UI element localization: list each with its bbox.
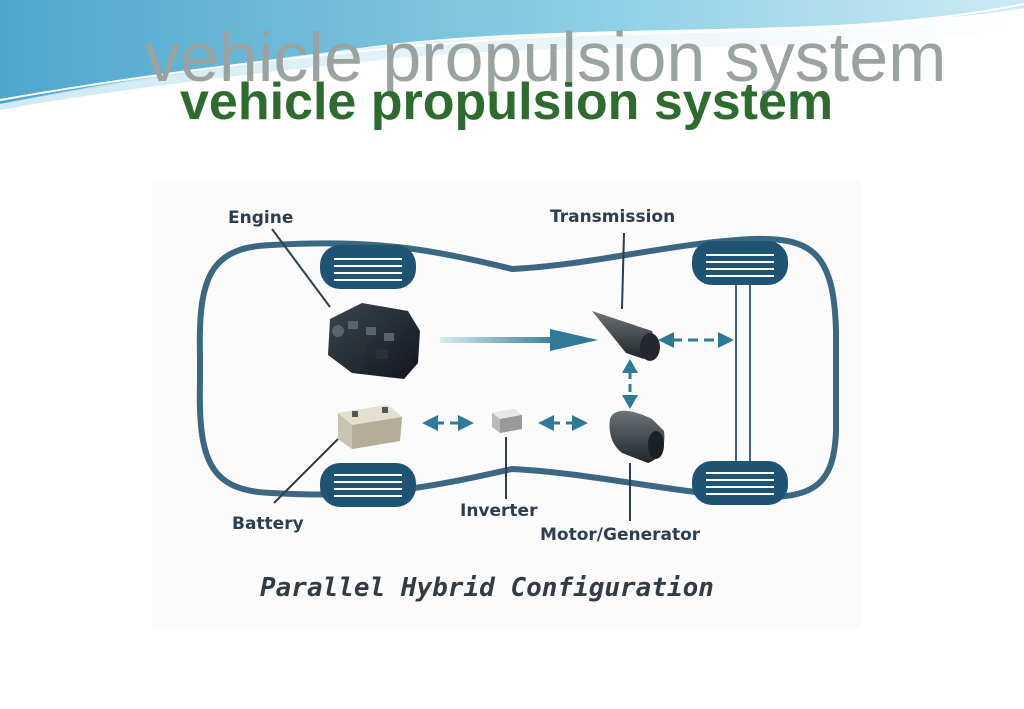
transmission-motor-arrow [622,359,638,409]
transmission-axle-arrow [658,332,734,348]
diagram-caption: Parallel Hybrid Configuration [260,573,714,603]
engine-image [328,303,420,379]
engine-to-transmission-arrow [440,329,598,351]
label-inverter: Inverter [460,501,538,521]
slide-title-shadow: vehicle propulsion system [145,18,947,96]
label-transmission: Transmission [550,207,676,227]
rear-right-wheel [692,461,788,505]
battery-image [338,405,402,449]
rear-left-wheel [692,241,788,285]
battery-inverter-arrow [422,415,474,431]
motor-generator-image [609,410,665,463]
hybrid-diagram: Engine Transmission Battery Inverter Mot… [152,181,861,629]
front-right-wheel [320,463,416,507]
rear-axle [735,285,751,461]
diagram-graphics [196,228,839,521]
inverter-motor-arrow [538,415,588,431]
label-motor-generator: Motor/Generator [540,525,701,545]
header-swoosh [0,0,1024,110]
inverter-image [492,409,522,433]
label-engine: Engine [228,208,294,228]
transmission-image [592,311,660,361]
front-left-wheel [320,245,416,289]
leader-lines [271,228,631,521]
slide-title: vehicle propulsion system [180,73,834,131]
label-battery: Battery [232,514,304,534]
